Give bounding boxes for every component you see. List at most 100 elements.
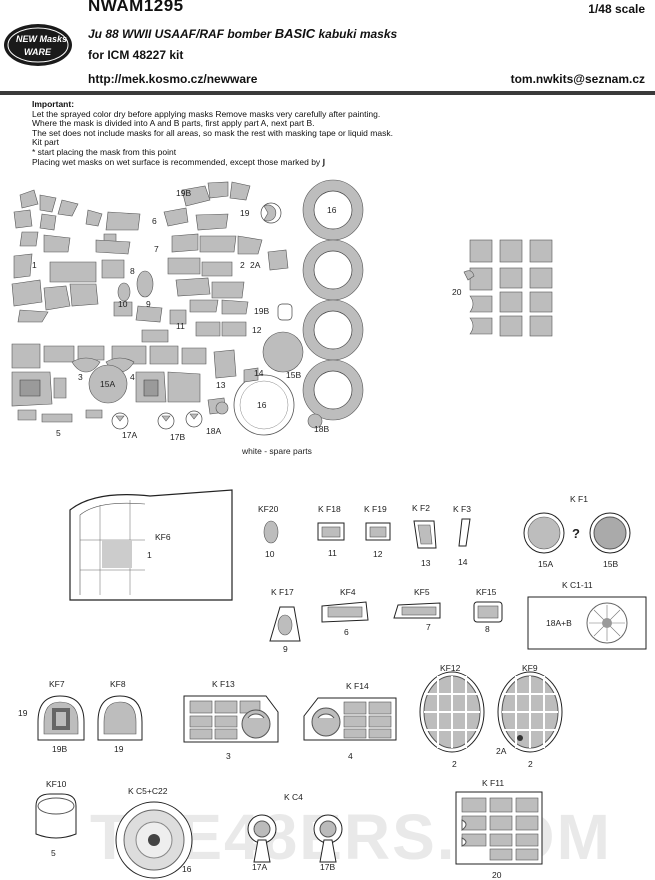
- part-kf3: K F3 14: [453, 504, 471, 567]
- kf15-code: KF15: [476, 587, 497, 597]
- scale-label: 1/48 scale: [588, 2, 645, 16]
- kf18-code: K F18: [318, 504, 341, 514]
- sheet-label: 1: [32, 260, 37, 270]
- sheet-label: 15B: [286, 370, 301, 380]
- sheet-label: 8: [130, 266, 135, 276]
- part-kf11: K F11 20: [455, 778, 543, 880]
- sheet-label: 7: [154, 244, 159, 254]
- kc1-code: K C1-11: [562, 580, 593, 590]
- kf4-code: KF4: [340, 587, 356, 597]
- part-kf14: K F14 4: [303, 681, 397, 761]
- sheet-label: 19B: [254, 306, 269, 316]
- kf7-code: KF7: [49, 679, 65, 689]
- part-kf8: KF8 19: [97, 679, 143, 754]
- sheet-label: 16: [327, 205, 337, 215]
- kf10-code: KF10: [46, 779, 67, 789]
- part-kf9: KF9 2A 2: [496, 663, 563, 769]
- product-code: NWAM1295: [88, 0, 184, 15]
- sheet-label: 18B: [314, 424, 329, 434]
- contact-email[interactable]: tom.nwkits@seznam.cz: [510, 72, 645, 86]
- kf14-code: K F14: [346, 681, 369, 691]
- sheet-label: 9: [146, 299, 151, 309]
- kf7-num-a: 19: [18, 708, 28, 718]
- title-kabuki: kabuki masks: [318, 27, 398, 41]
- kf12-num: 2: [452, 759, 457, 769]
- note-line: Let the sprayed color dry before applyin…: [32, 108, 381, 119]
- kc4-code: K C4: [284, 792, 303, 802]
- kc4-num-b: 17B: [320, 862, 335, 872]
- sheet-label: 19: [240, 208, 250, 218]
- part-kf5: KF5 7: [393, 587, 441, 632]
- kf2-num: 13: [421, 558, 431, 568]
- note-line: Where the mask is divided into A and B p…: [32, 118, 315, 129]
- sheet-label: 15A: [100, 379, 115, 389]
- sheet-label: 4: [130, 372, 135, 382]
- kf4-num: 6: [344, 627, 349, 637]
- part-kf1: ? K F1 15A 15B: [523, 494, 631, 569]
- kf17-code: K F17: [271, 587, 294, 597]
- kf15-num: 8: [485, 624, 490, 634]
- kc1-num: 18A+B: [546, 618, 572, 628]
- sheet-label: 13: [216, 380, 226, 390]
- kf1-code: K F1: [570, 494, 588, 504]
- mask-sheet-layout: 19B 6 19 16 7 1 2 2A 8 10 9 19B 11 12 3 …: [11, 179, 364, 456]
- part-kf7: KF7 19 19B: [18, 679, 85, 754]
- header-divider: [0, 91, 655, 95]
- side-box-label: 20: [452, 287, 462, 297]
- sheet-label: 11: [176, 321, 185, 331]
- part-kc5-c22: K C5+C22 16: [115, 786, 193, 879]
- kf8-code: KF8: [110, 679, 126, 689]
- sheet-label: 12: [252, 325, 262, 335]
- kit-reference: for ICM 48227 kit: [88, 48, 184, 62]
- part-kf12: KF12 2: [419, 663, 485, 769]
- kf5-code: KF5: [414, 587, 430, 597]
- kf9-num-a: 2A: [496, 746, 507, 756]
- kf9-code: KF9: [522, 663, 538, 673]
- kf20-num: 10: [265, 549, 275, 559]
- kf6-code: KF6: [155, 532, 171, 542]
- kf13-num: 3: [226, 751, 231, 761]
- notes-heading: Important:: [32, 99, 75, 109]
- sheet-label: 10: [118, 299, 128, 309]
- kf14-num: 4: [348, 751, 353, 761]
- part-kf6: KF6 1: [69, 489, 233, 601]
- kf19-code: K F19: [364, 504, 387, 514]
- note-line-wrap: Placing wet masks on wet surface is reco…: [32, 156, 393, 168]
- kf12-code: KF12: [440, 663, 461, 673]
- part-kc1-11: K C1-11 18A+B: [527, 580, 647, 650]
- kf9-num-b: 2: [528, 759, 533, 769]
- kf18-num: 11: [328, 548, 337, 558]
- part-kf15: KF15 8: [473, 587, 503, 634]
- kf11-num: 20: [492, 870, 502, 880]
- sheet-label: 3: [78, 372, 83, 382]
- product-title: Ju 88 WWII USAAF/RAF bomber BASIC kabuki…: [88, 26, 397, 41]
- kc5-code: K C5+C22: [128, 786, 168, 796]
- note-line: Kit part: [32, 137, 59, 148]
- kf8-num: 19: [114, 744, 124, 754]
- new-ware-logo: NEW Masks WARE: [2, 22, 74, 68]
- sheet-label: 16: [257, 400, 267, 410]
- sheet-label: 2A: [250, 260, 261, 270]
- sheet-label: 6: [152, 216, 157, 226]
- kf1-question-mark: ?: [572, 526, 580, 541]
- note-line: Placing wet masks on wet surface is reco…: [32, 156, 321, 167]
- kf10-num: 5: [51, 848, 56, 858]
- sheet-label: 17A: [122, 430, 137, 440]
- kf1-num-a: 15A: [538, 559, 553, 569]
- kf20-code: KF20: [258, 504, 279, 514]
- kf7-num-b: 19B: [52, 744, 67, 754]
- title-basic: BASIC: [274, 26, 316, 41]
- kf2-code: K F2: [412, 503, 430, 513]
- part-kf18: K F18 11: [317, 504, 345, 558]
- part-kf17: K F17 9: [269, 587, 301, 654]
- website-link[interactable]: http://mek.kosmo.cz/newware: [88, 72, 258, 86]
- part-kf13: K F13 3: [183, 679, 279, 761]
- kf5-num: 7: [426, 622, 431, 632]
- part-kf20: KF20 10: [258, 504, 279, 559]
- sheet-label: 19B: [176, 188, 191, 198]
- wet-mark-icon: 𝖩: [322, 156, 326, 167]
- kf11-code: K F11: [482, 778, 504, 788]
- instructions-block: Important: Let the sprayed color dry bef…: [32, 99, 393, 168]
- title-aircraft: Ju 88 WWII USAAF/RAF bomber: [88, 27, 272, 41]
